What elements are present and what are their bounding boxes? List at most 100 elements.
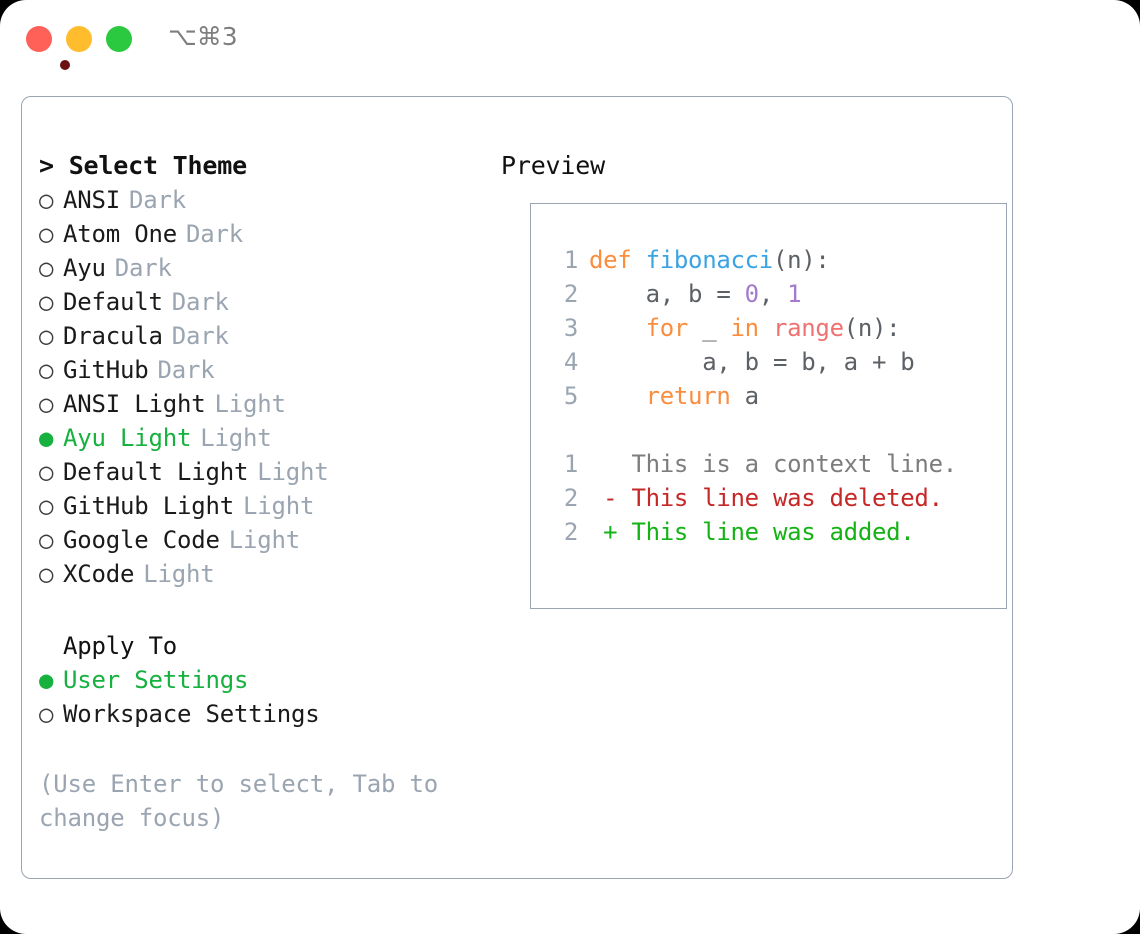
code-token: (n):: [843, 314, 901, 342]
radio-unselected-icon: ○: [39, 560, 54, 588]
code-token: [589, 314, 646, 342]
theme-list-item[interactable]: ○ Dracula Dark: [39, 319, 469, 353]
code-token: 0: [744, 280, 759, 308]
apply-to-section: Apply To ● User Settings ○Workspace Settin…: [39, 629, 469, 731]
line-number: 1: [563, 246, 578, 274]
code-token: a: [730, 382, 759, 410]
theme-variant-tag: Dark: [171, 288, 229, 316]
diff-line-text: This is a context line.: [589, 450, 957, 478]
theme-variant-tag: Light: [243, 492, 315, 520]
line-number: 2: [563, 484, 578, 512]
theme-list-item[interactable]: ○ Default Light Light: [39, 455, 469, 489]
theme-name-label: XCode: [63, 560, 135, 588]
code-spacer: [550, 416, 1000, 450]
code-line-text: return a: [578, 382, 760, 410]
theme-variant-tag: Dark: [157, 356, 215, 384]
theme-list-item[interactable]: ○ Atom One Dark: [39, 217, 469, 251]
apply-to-option[interactable]: ● User Settings: [39, 663, 469, 697]
radio-unselected-icon: ○: [39, 458, 54, 486]
radio-unselected-icon: ○: [39, 322, 54, 350]
diff-line: 2 + This line was added.: [550, 518, 1000, 552]
theme-variant-tag: Light: [257, 458, 329, 486]
code-token: 1: [787, 280, 802, 308]
theme-name-label: GitHub Light: [63, 492, 234, 520]
recording-indicator-icon: [60, 60, 70, 70]
window-titlebar: ⌥⌘3: [0, 0, 1140, 78]
theme-list-item[interactable]: ● Ayu Light Light: [39, 421, 469, 455]
maximize-button[interactable]: [106, 26, 132, 52]
code-token: for: [645, 314, 689, 342]
preview-heading: Preview: [501, 151, 605, 180]
theme-list-item[interactable]: ○ GitHub Dark: [39, 353, 469, 387]
code-line: 4 a, b = b, a + b: [550, 348, 1000, 382]
code-line-text: a, b = b, a + b: [578, 348, 915, 376]
diff-line: 2 - This line was deleted.: [550, 484, 1000, 518]
theme-variant-tag: Dark: [186, 220, 243, 248]
radio-selected-icon: ●: [39, 666, 54, 694]
code-line: 3 for _ in range(n):: [550, 314, 1000, 348]
apply-to-options: ● User Settings ○Workspace Settings: [39, 663, 469, 731]
minimize-button[interactable]: [66, 26, 92, 52]
theme-list-item[interactable]: ○ Default Dark: [39, 285, 469, 319]
apply-to-label: User Settings: [63, 666, 249, 694]
code-token: [589, 382, 646, 410]
theme-name-label: Atom One: [63, 220, 177, 248]
radio-unselected-icon: ○: [39, 254, 54, 282]
line-number: 5: [563, 382, 578, 410]
theme-variant-tag: Dark: [129, 186, 186, 214]
theme-variant-tag: Light: [200, 424, 272, 452]
code-token: [759, 314, 773, 342]
apply-to-heading: Apply To: [63, 632, 177, 660]
code-token: a, b =: [589, 280, 745, 308]
code-token: def: [589, 246, 646, 274]
radio-unselected-icon: ○: [39, 288, 54, 316]
line-number: 4: [563, 348, 578, 376]
code-line-text: def fibonacci(n):: [578, 246, 830, 274]
line-number: 3: [563, 314, 578, 342]
close-button[interactable]: [26, 26, 70, 70]
diff-line-text: - This line was deleted.: [589, 484, 943, 512]
line-number: 1: [563, 450, 578, 478]
code-token: (n):: [772, 246, 830, 274]
apply-to-option[interactable]: ○Workspace Settings: [39, 697, 469, 731]
code-token: return: [645, 382, 731, 410]
code-line-text: for _ in range(n):: [578, 314, 901, 342]
theme-name-label: Google Code: [63, 526, 220, 554]
theme-name-label: Ayu: [63, 254, 106, 282]
code-token: ,: [758, 280, 788, 308]
theme-variant-tag: Dark: [171, 322, 229, 350]
code-token: in: [730, 314, 760, 342]
theme-name-label: ANSI: [63, 186, 120, 214]
theme-name-label: GitHub: [63, 356, 149, 384]
theme-variant-tag: Light: [214, 390, 286, 418]
code-line: 5 return a: [550, 382, 1000, 416]
radio-selected-icon: ●: [39, 424, 54, 452]
radio-unselected-icon: ○: [39, 700, 54, 728]
line-number: 2: [563, 280, 578, 308]
line-number: 2: [563, 518, 578, 546]
keyboard-hint-text: (Use Enter to select, Tab to change focu…: [39, 770, 438, 832]
select-theme-heading: > Select Theme: [39, 151, 247, 180]
theme-name-label: Default: [63, 288, 163, 316]
radio-unselected-icon: ○: [39, 390, 54, 418]
radio-unselected-icon: ○: [39, 356, 54, 384]
keyboard-shortcut-label: ⌥⌘3: [168, 22, 238, 51]
theme-variant-tag: Light: [228, 526, 300, 554]
theme-name-label: Default Light: [63, 458, 249, 486]
radio-unselected-icon: ○: [39, 220, 54, 248]
theme-name-label: Ayu Light: [63, 424, 192, 452]
code-line-text: a, b = 0, 1: [578, 280, 802, 308]
theme-name-label: Dracula: [63, 322, 163, 350]
